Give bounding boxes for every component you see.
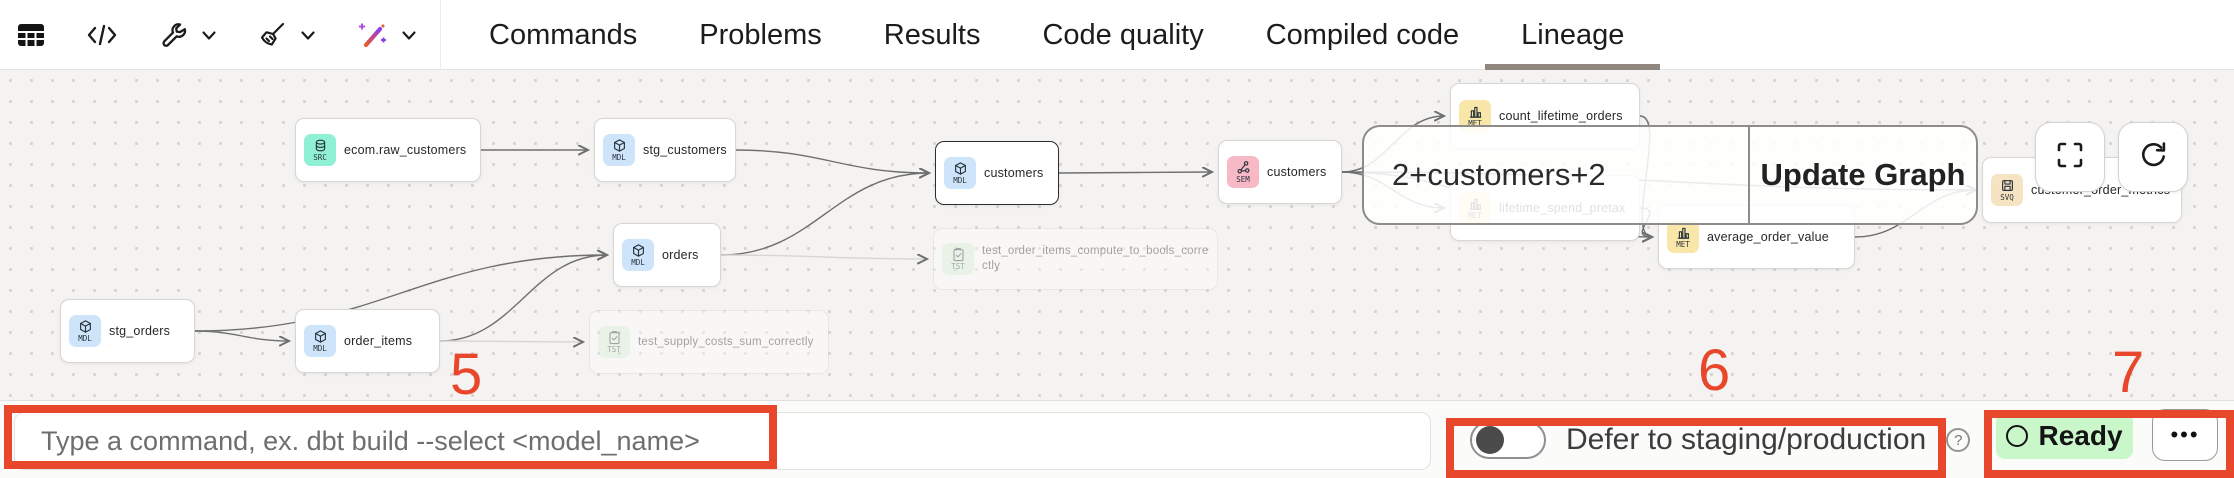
- database-icon: SRC: [304, 134, 336, 166]
- build-wrench-icon[interactable]: [158, 20, 188, 50]
- model-cube-icon: MDL: [603, 134, 635, 166]
- node-customers-model[interactable]: MDL customers: [935, 141, 1059, 205]
- compile-code-icon[interactable]: [86, 20, 118, 50]
- model-cube-icon: MDL: [944, 157, 976, 189]
- refresh-graph-button[interactable]: [2118, 122, 2188, 192]
- annotation-number-7: 7: [2112, 340, 2145, 405]
- format-broom-icon[interactable]: [257, 20, 287, 50]
- tab-code-quality[interactable]: Code quality: [1042, 18, 1204, 51]
- toggle-knob: [1476, 426, 1504, 454]
- node-label: orders: [662, 247, 699, 262]
- test-clipboard-icon: TST: [942, 243, 974, 275]
- annotation-box-6: [1446, 418, 1946, 478]
- fit-view-button[interactable]: [2035, 122, 2105, 192]
- lineage-selector-bar: 2+customers+2 Update Graph: [1362, 125, 1978, 225]
- edge-order-items-to-orders: [439, 255, 607, 342]
- node-label: customers: [1267, 164, 1327, 179]
- annotation-box-7: [1984, 410, 2234, 478]
- update-graph-button[interactable]: Update Graph: [1748, 127, 1976, 223]
- edge-stg-orders-to-orders: [194, 255, 607, 332]
- node-label: test_supply_costs_sum_correctly: [638, 335, 814, 348]
- editor-action-icons: [16, 0, 417, 70]
- annotation-number-5: 5: [450, 342, 483, 407]
- node-customers-semantic[interactable]: SEM customers: [1218, 140, 1342, 204]
- tab-problems[interactable]: Problems: [699, 18, 822, 51]
- badge-code: MDL: [313, 344, 327, 354]
- badge-code: SRC: [313, 153, 327, 163]
- copilot-chevron-down-icon[interactable]: [401, 27, 417, 43]
- tab-commands[interactable]: Commands: [489, 18, 638, 51]
- lineage-selector-input[interactable]: 2+customers+2: [1392, 157, 1606, 192]
- model-cube-icon: MDL: [69, 315, 101, 347]
- model-cube-icon: MDL: [622, 239, 654, 271]
- tab-lineage[interactable]: Lineage: [1485, 0, 1661, 70]
- status-circle-icon: [2006, 425, 2029, 447]
- node-label: average_order_value: [1707, 229, 1829, 244]
- node-stg-orders[interactable]: MDL stg_orders: [60, 299, 195, 363]
- edge-orders-to-test-order-items: [720, 255, 927, 259]
- badge-code: TST: [951, 262, 965, 272]
- ide-status-button[interactable]: Ready: [1996, 413, 2133, 459]
- edge-order-items-to-test-supply-costs: [439, 341, 583, 342]
- defer-label: Defer to staging/production: [1566, 423, 1927, 456]
- semantic-branch-icon: SEM: [1227, 156, 1259, 188]
- node-test-supply-costs[interactable]: TST test_supply_costs_sum_correctly: [589, 310, 829, 374]
- defer-group: Defer to staging/production ?: [1470, 401, 1971, 478]
- command-input[interactable]: [14, 412, 1431, 470]
- model-cube-icon: MDL: [304, 325, 336, 357]
- badge-code: MDL: [612, 153, 626, 163]
- status-label: Ready: [2038, 420, 2123, 451]
- badge-code: MDL: [631, 258, 645, 268]
- metric-chart-icon: MET: [1667, 221, 1699, 253]
- badge-code: MDL: [953, 176, 967, 186]
- edge-orders-to-customers-model: [720, 173, 929, 256]
- badge-code: MET: [1468, 119, 1482, 129]
- build-chevron-down-icon[interactable]: [201, 27, 217, 43]
- refresh-icon: [2138, 140, 2168, 175]
- edge-stg-orders-to-order-items: [194, 330, 289, 341]
- preview-table-icon[interactable]: [16, 20, 46, 50]
- node-label: test_order_items_compute_to_bools_correc…: [982, 245, 1209, 272]
- badge-code: MET: [1676, 240, 1690, 250]
- tab-compiled-code[interactable]: Compiled code: [1265, 18, 1460, 51]
- panel-tab-bar: Commands Problems Results Code quality Compi…: [489, 0, 1661, 70]
- badge-code: SVQ: [2000, 193, 2014, 203]
- defer-toggle[interactable]: [1470, 421, 1546, 459]
- copilot-magic-wand-icon[interactable]: [356, 20, 388, 50]
- node-stg-customers[interactable]: MDL stg_customers: [594, 118, 736, 182]
- format-chevron-down-icon[interactable]: [300, 27, 316, 43]
- node-test-order-items[interactable]: TST test_order_items_compute_to_bools_cor…: [933, 228, 1218, 290]
- node-orders[interactable]: MDL orders: [613, 223, 721, 287]
- top-toolbar: Commands Problems Results Code quality Compi…: [0, 0, 2234, 70]
- badge-code: TST: [607, 345, 621, 355]
- node-ecom-raw-customers[interactable]: SRC ecom.raw_customers: [295, 118, 481, 182]
- saved-query-icon: SVQ: [1991, 174, 2023, 206]
- edge-stg-customers-to-customers-model: [735, 149, 929, 173]
- node-label: order_items: [344, 333, 413, 348]
- test-clipboard-icon: TST: [598, 326, 630, 358]
- tab-results[interactable]: Results: [883, 18, 981, 51]
- node-label: stg_customers: [643, 142, 727, 157]
- annotation-number-6: 6: [1698, 338, 1731, 403]
- badge-code: MDL: [78, 334, 92, 344]
- node-label: count_lifetime_orders: [1499, 108, 1623, 123]
- badge-code: SEM: [1236, 175, 1250, 185]
- annotation-box-5: [4, 405, 777, 469]
- node-label: stg_orders: [109, 323, 171, 338]
- node-label: customers: [984, 165, 1044, 180]
- command-bar: Defer to staging/production ? Ready •••: [0, 400, 2234, 478]
- edge-customers-model-to-customers-semantic: [1058, 172, 1212, 173]
- help-icon[interactable]: ?: [1946, 428, 1971, 452]
- node-order-items[interactable]: MDL order_items: [295, 309, 440, 373]
- fit-view-icon: [2055, 140, 2085, 175]
- toolbar-divider: [440, 0, 441, 70]
- node-label: ecom.raw_customers: [344, 142, 467, 157]
